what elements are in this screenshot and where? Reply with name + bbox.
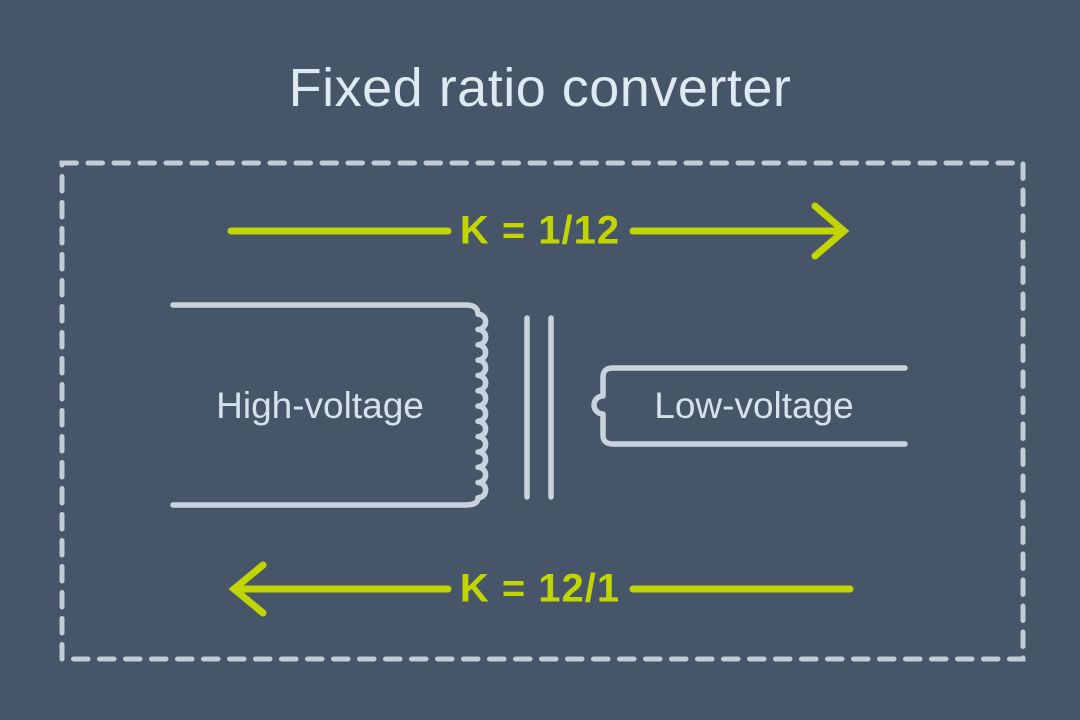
- low-voltage-winding-symbol: [591, 365, 908, 447]
- low-voltage-label: Low-voltage: [654, 385, 854, 426]
- right-arrowhead-icon: [811, 202, 850, 260]
- high-voltage-label: High-voltage: [216, 385, 424, 426]
- top-ratio-arrow: [227, 202, 850, 260]
- dashed-border: [59, 160, 1026, 662]
- diagram-title: Fixed ratio converter: [288, 58, 792, 118]
- bottom-ratio-label: K = 12/1: [459, 566, 621, 611]
- high-voltage-winding-symbol: [170, 302, 489, 508]
- bottom-ratio-arrow: [228, 561, 854, 617]
- top-ratio-label: K = 1/12: [459, 208, 621, 253]
